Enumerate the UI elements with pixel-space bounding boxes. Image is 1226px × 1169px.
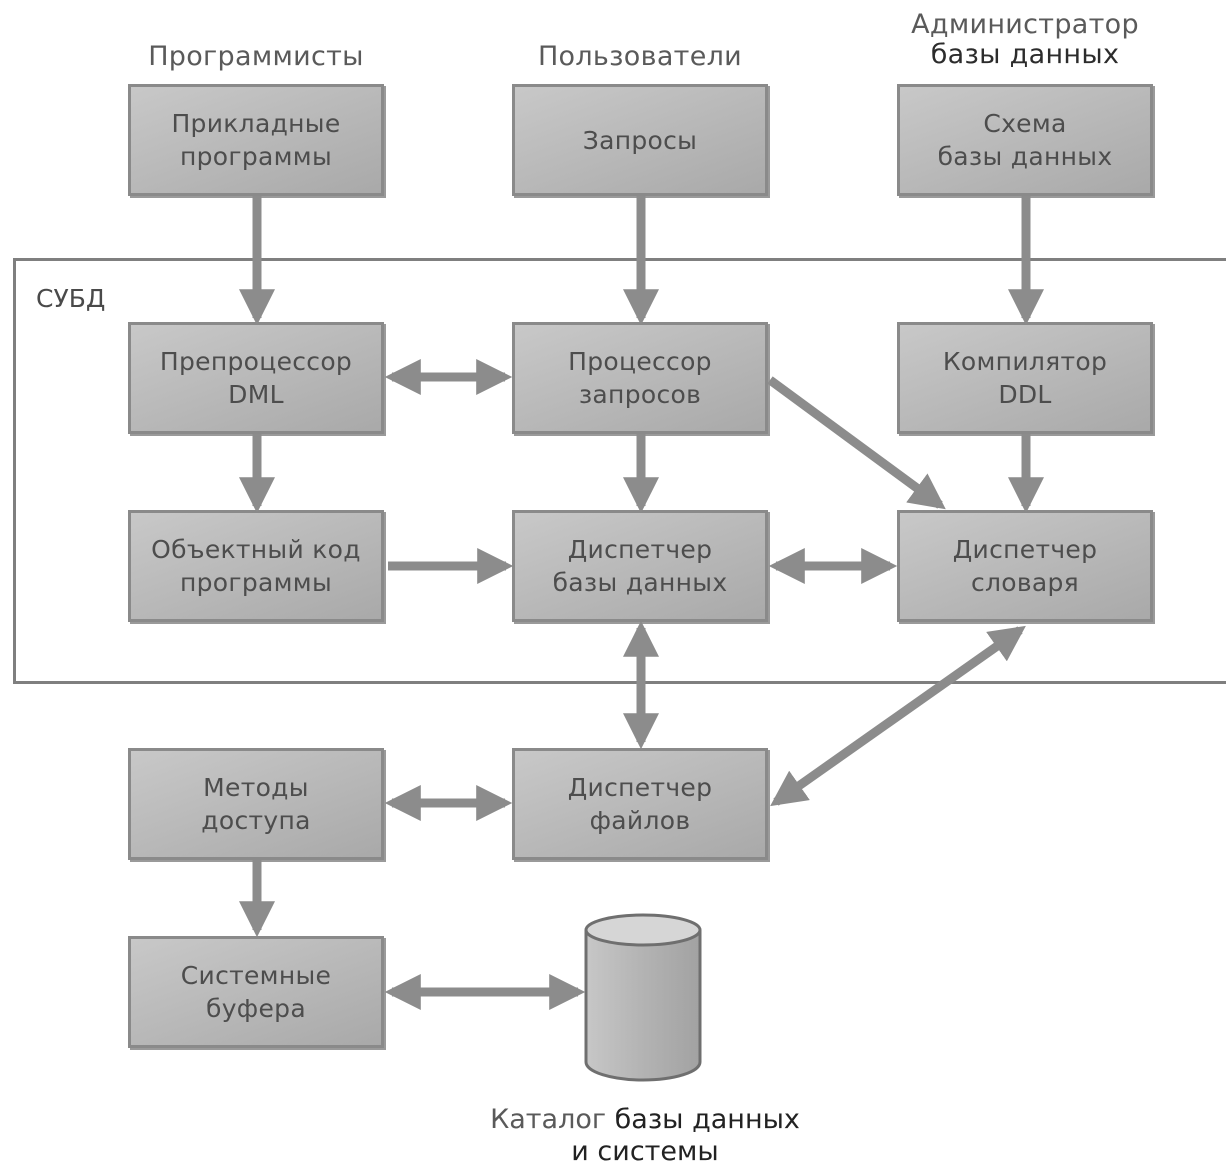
file-manager-box: Диспетчер файлов xyxy=(512,748,768,860)
catalog-label-word: Каталог xyxy=(490,1104,607,1135)
ddl-compiler-box: Компилятор DDL xyxy=(897,322,1153,434)
programmers-label: Программисты xyxy=(148,41,364,72)
db-admin-label: Администратор базы данных xyxy=(880,10,1170,70)
users-label: Пользователи xyxy=(537,41,743,72)
dml-preprocessor-box: Препроцессор DML xyxy=(128,322,384,434)
catalog-label-line2: и системы xyxy=(571,1136,719,1167)
app-programs-box: Прикладные программы xyxy=(128,84,384,196)
db-admin-label-line2: базы данных xyxy=(930,39,1120,70)
arrow-dict-filemgr xyxy=(770,625,1026,807)
system-buffers-box: Системные буфера xyxy=(128,936,384,1048)
dictionary-manager-box: Диспетчер словаря xyxy=(897,510,1153,622)
dbms-frame xyxy=(13,258,1226,684)
database-cylinder-icon xyxy=(584,913,702,1082)
dbms-label: СУБД xyxy=(36,284,106,313)
object-code-box: Объектный код программы xyxy=(128,510,384,622)
arrow-processor-to-dict xyxy=(767,376,946,510)
db-schema-box: Схема базы данных xyxy=(897,84,1153,196)
catalog-label: Каталог базы данных и системы xyxy=(440,1104,850,1168)
access-methods-box: Методы доступа xyxy=(128,748,384,860)
catalog-label-db: базы данных xyxy=(614,1104,800,1135)
db-admin-label-line1: Администратор xyxy=(911,9,1139,40)
db-manager-box: Диспетчер базы данных xyxy=(512,510,768,622)
queries-box: Запросы xyxy=(512,84,768,196)
